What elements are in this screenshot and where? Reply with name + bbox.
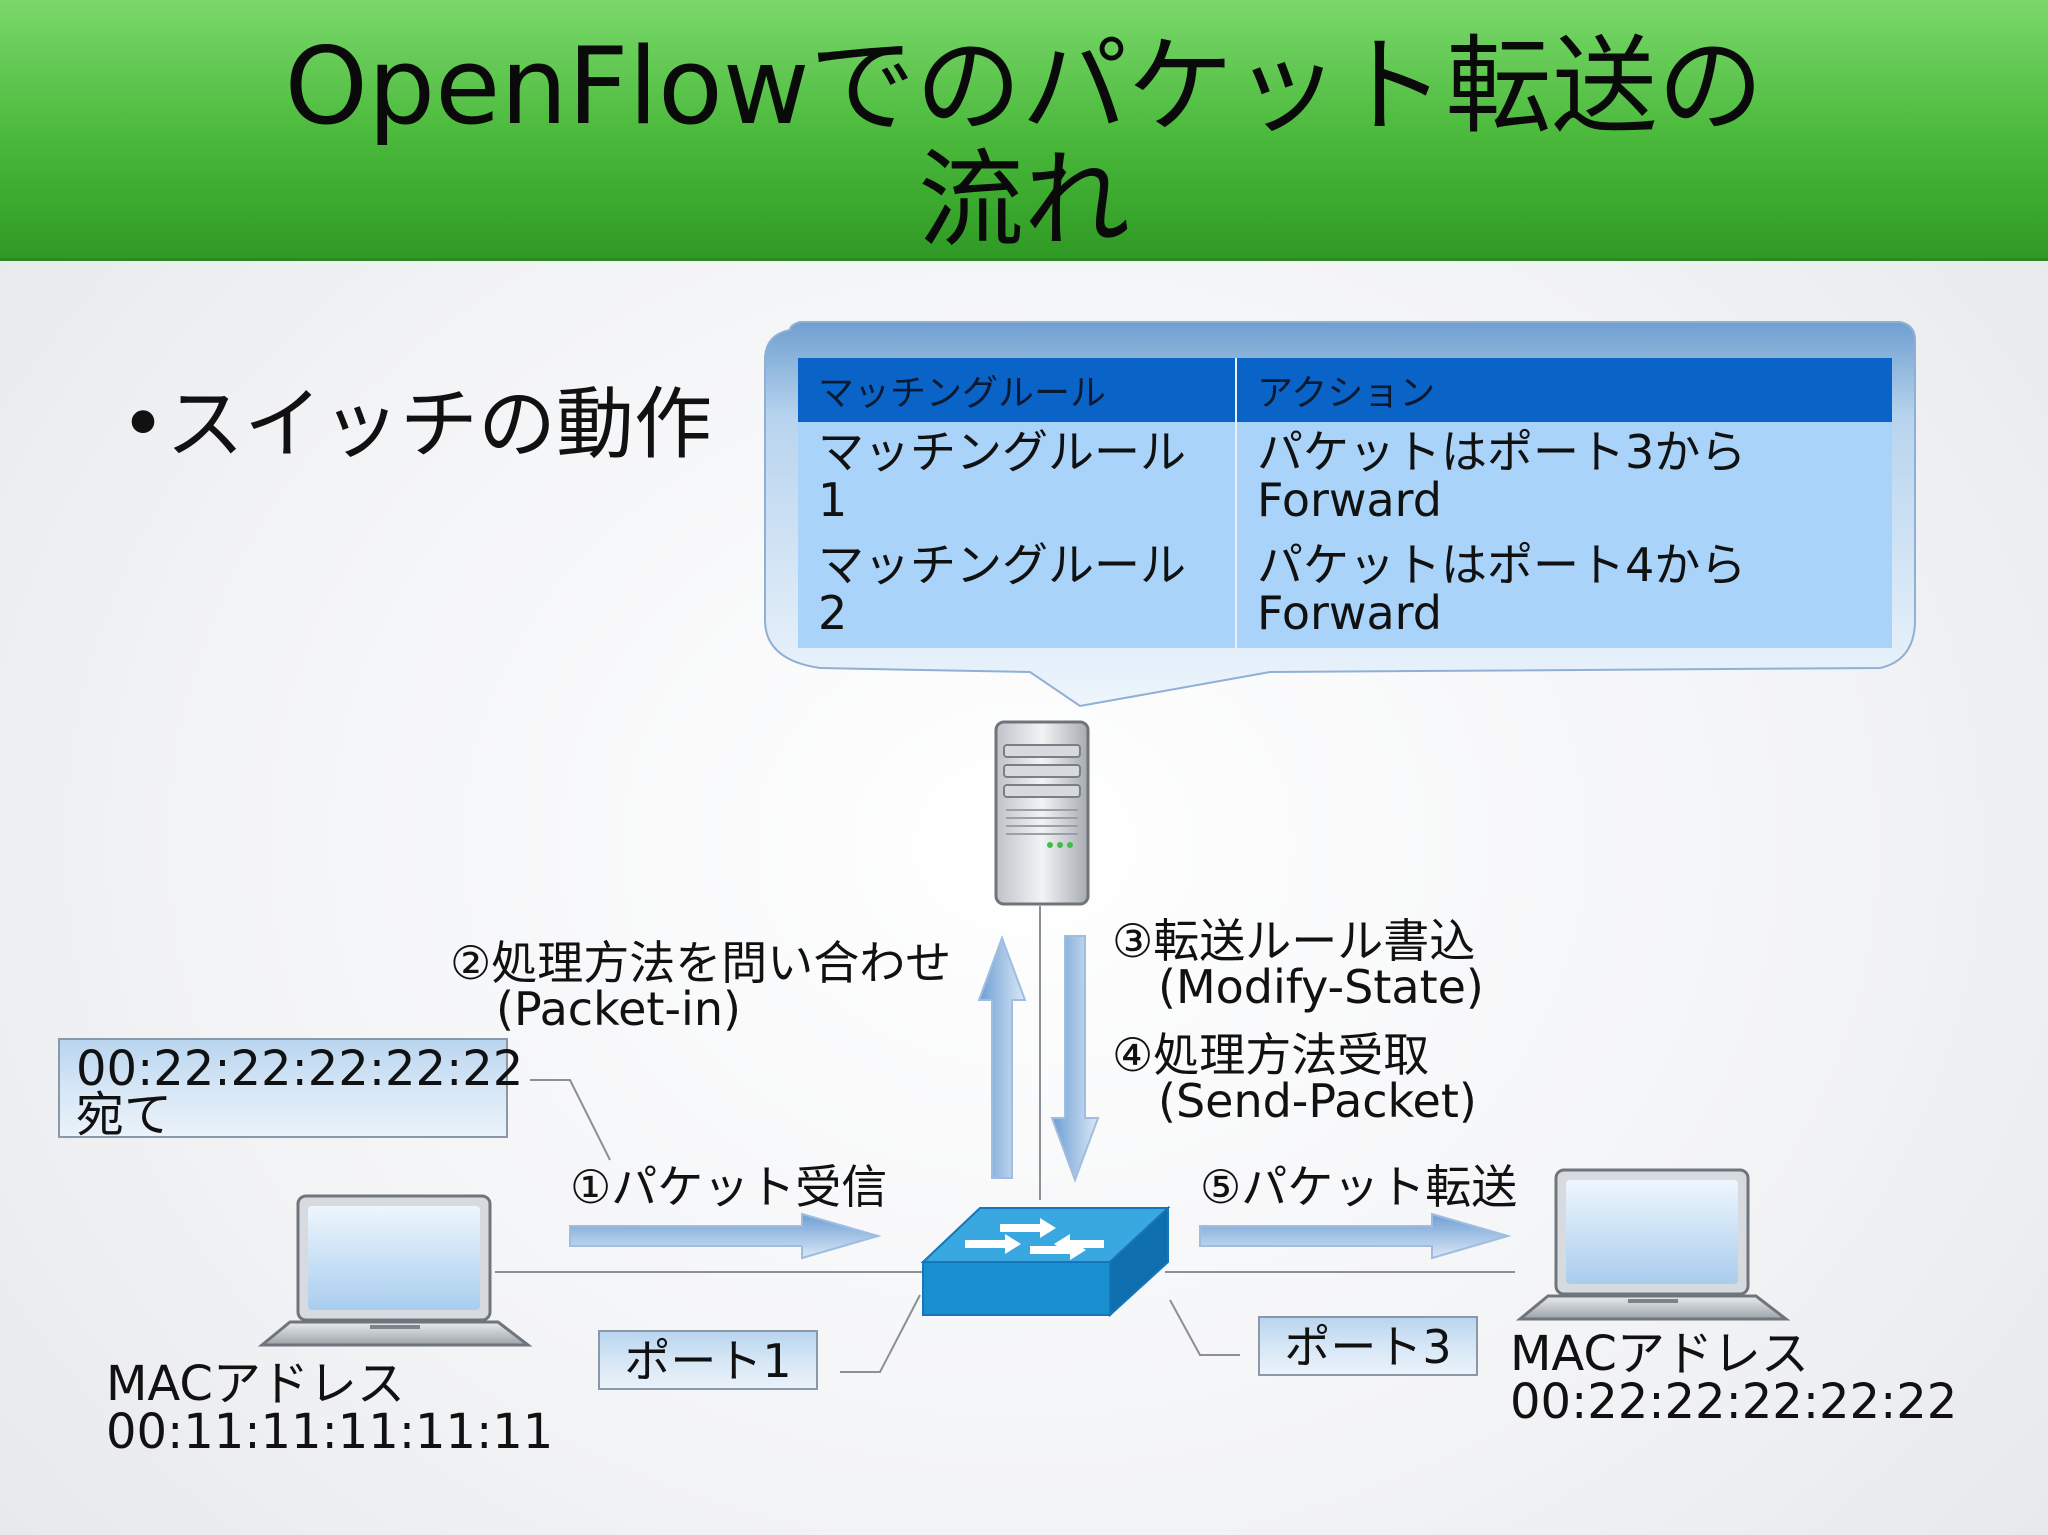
connection-lines	[495, 906, 1515, 1373]
table-row: マッチングルール2 パケットはポート4から Forward	[798, 535, 1892, 648]
step5-forward: ⑤パケット転送	[1200, 1160, 1518, 1214]
step3-modify-state: ③転送ルール書込 (Modify-State)	[1112, 914, 1484, 1014]
port3-label: ポート3	[1258, 1316, 1478, 1376]
slide-title: OpenFlowでのパケット転送の 流れ	[284, 25, 1764, 262]
step1-receive: ①パケット受信	[570, 1160, 888, 1214]
bullet-switch-operation: •スイッチの動作	[120, 380, 713, 470]
cell-action-2: パケットはポート4から Forward	[1235, 535, 1892, 648]
left-host-mac: MACアドレス 00:11:11:11:11:11	[106, 1356, 554, 1460]
header-action: アクション	[1235, 358, 1892, 422]
cell-rule-1: マッチングルール1	[798, 422, 1236, 535]
right-host-mac: MACアドレス 00:22:22:22:22:22	[1510, 1326, 1958, 1430]
table-row: マッチングルール1 パケットはポート3から Forward	[798, 422, 1892, 535]
flow-table-header-row: マッチングルール アクション	[798, 358, 1892, 422]
arrow-forward	[1199, 1212, 1512, 1260]
header-matching-rule: マッチングルール	[798, 358, 1236, 422]
step4-send-packet: ④処理方法受取 (Send-Packet)	[1112, 1028, 1477, 1128]
title-bar: OpenFlowでのパケット転送の 流れ	[0, 0, 2048, 261]
step2-packet-in: ②処理方法を問い合わせ (Packet-in)	[450, 936, 952, 1036]
arrow-down-modify-state	[1050, 935, 1100, 1183]
server-icon	[994, 720, 1090, 906]
port1-label: ポート1	[598, 1330, 818, 1390]
arrow-up-packet-in	[977, 935, 1027, 1179]
cell-action-1: パケットはポート3から Forward	[1235, 422, 1892, 535]
cell-rule-2: マッチングルール2	[798, 535, 1236, 648]
destination-address-box: 00:22:22:22:22:22 宛て	[58, 1038, 523, 1139]
laptop-icon-right	[1515, 1168, 1791, 1321]
switch-icon	[920, 1205, 1171, 1318]
arrow-receive	[569, 1212, 882, 1260]
flow-table: マッチングルール アクション マッチングルール1 パケットはポート3から For…	[798, 358, 1892, 648]
laptop-icon-left	[257, 1194, 533, 1347]
